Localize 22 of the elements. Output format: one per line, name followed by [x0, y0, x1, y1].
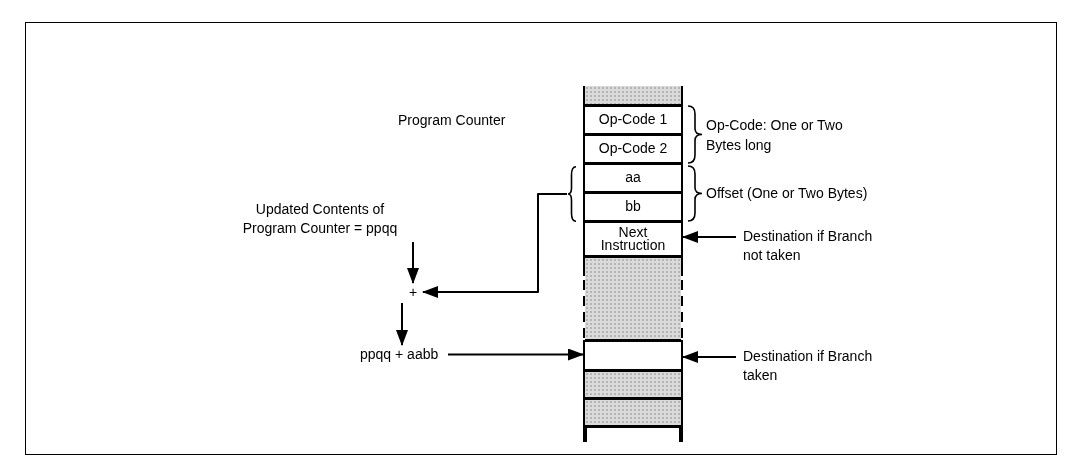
arrow — [422, 193, 568, 298]
arrow — [396, 302, 408, 346]
memory-cell: aa — [585, 162, 681, 194]
curly-brace — [567, 166, 577, 222]
arrow — [407, 241, 419, 284]
plus-sign: + — [407, 283, 419, 302]
text-label: Program Counter — [398, 111, 507, 130]
memory-cell: Op-Code 1 — [585, 104, 681, 136]
text-label: Op-Code: One or Two Bytes long — [706, 116, 844, 156]
text-label: Destination if Branch not taken — [743, 227, 874, 265]
text-label: ppqq + aabb — [360, 345, 440, 364]
shaded-memory-cell — [585, 397, 681, 428]
text-label: Updated Contents of Program Counter = ppqq — [241, 200, 399, 238]
memory-cell: bb — [585, 191, 681, 223]
arrow — [682, 351, 737, 363]
arrow — [682, 231, 737, 243]
text-label: Offset (One or Two Bytes) — [706, 184, 869, 203]
memory-cell: Next Instruction — [585, 220, 681, 258]
text-label: Destination if Branch taken — [743, 347, 874, 385]
shaded-memory-cell — [585, 258, 681, 340]
arrow — [447, 348, 584, 361]
memory-cell: Op-Code 2 — [585, 133, 681, 165]
